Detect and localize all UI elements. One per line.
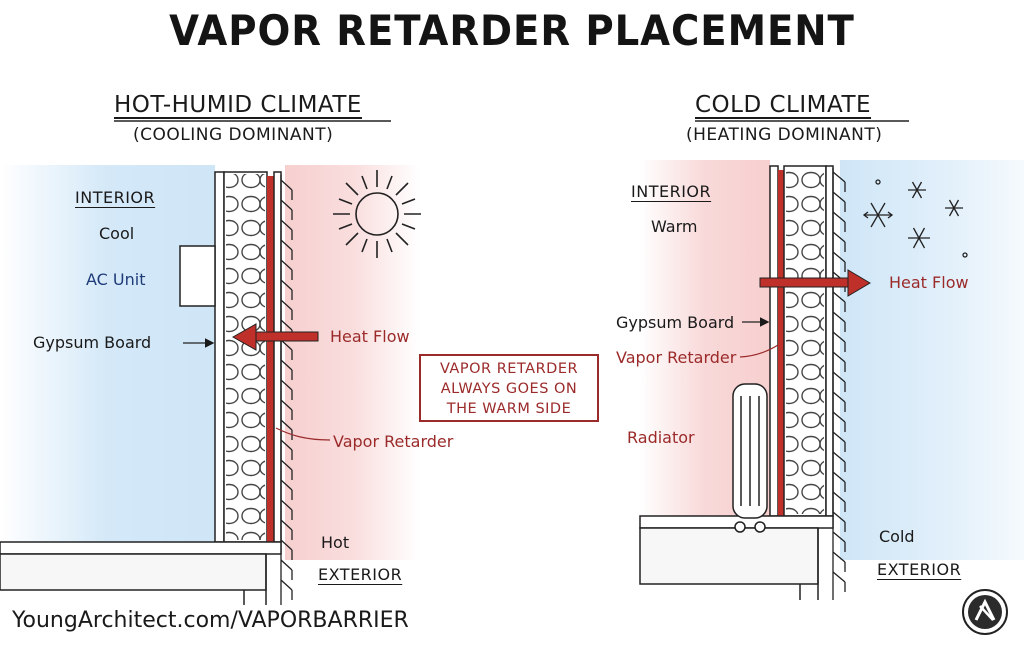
center-note-line: ALWAYS GOES ON [440, 381, 578, 397]
left-interior-condition: Cool [99, 224, 135, 243]
sun-icon [333, 170, 421, 258]
center-note-line: THE WARM SIDE [446, 401, 572, 417]
right-heading: COLD CLIMATE [695, 92, 872, 118]
right-interior-label: INTERIOR [631, 182, 712, 201]
left-interior-label: INTERIOR [75, 188, 156, 207]
left-heading: HOT-HUMID CLIMATE [114, 92, 362, 118]
ac-unit-box [179, 245, 216, 307]
right-gypsum-board [769, 165, 779, 517]
center-note: VAPOR RETARDER ALWAYS GOES ON THE WARM S… [419, 354, 599, 422]
page-title: VAPOR RETARDER PLACEMENT [169, 6, 855, 55]
left-floor [0, 541, 282, 605]
left-subheading: (COOLING DOMINANT) [133, 125, 334, 145]
radiator-label: Radiator [627, 428, 695, 447]
ac-unit-label: AC Unit [86, 270, 146, 289]
radiator-icon [732, 383, 768, 533]
left-exterior-condition: Hot [321, 533, 350, 552]
left-vapor-retarder [267, 176, 274, 542]
right-vapor-label: Vapor Retarder [616, 348, 737, 367]
right-subheading: (HEATING DOMINANT) [686, 125, 883, 145]
right-heat-flow-label: Heat Flow [889, 273, 969, 292]
cold-exterior-tint [840, 160, 1024, 560]
right-vapor-retarder [778, 170, 784, 516]
left-vapor-label: Vapor Retarder [333, 432, 454, 451]
right-wall-section [639, 160, 1024, 600]
left-wall-section [0, 165, 420, 605]
snowflake-icon [862, 179, 968, 258]
right-floor [639, 515, 834, 600]
hot-exterior-tint [285, 165, 420, 560]
left-exterior-label: EXTERIOR [318, 565, 403, 584]
right-exterior-label: EXTERIOR [877, 560, 962, 579]
cool-interior-tint [0, 165, 215, 560]
right-heat-flow-arrow-icon [759, 269, 871, 297]
left-gypsum-label: Gypsum Board [33, 333, 152, 352]
right-insulation-batt [786, 168, 824, 514]
left-heat-flow-label: Heat Flow [330, 327, 410, 346]
right-exterior-condition: Cold [879, 527, 915, 546]
left-insulation-batt [226, 174, 265, 540]
footer-url: YoungArchitect.com/VAPORBARRIER [12, 608, 409, 633]
left-heat-flow-arrow-icon [231, 323, 319, 351]
left-siding [280, 175, 293, 605]
logo-icon [962, 589, 1008, 635]
left-gypsum-board [214, 171, 225, 543]
right-gypsum-label: Gypsum Board [616, 313, 735, 332]
center-note-line: VAPOR RETARDER [439, 361, 579, 377]
right-interior-condition: Warm [651, 217, 698, 236]
